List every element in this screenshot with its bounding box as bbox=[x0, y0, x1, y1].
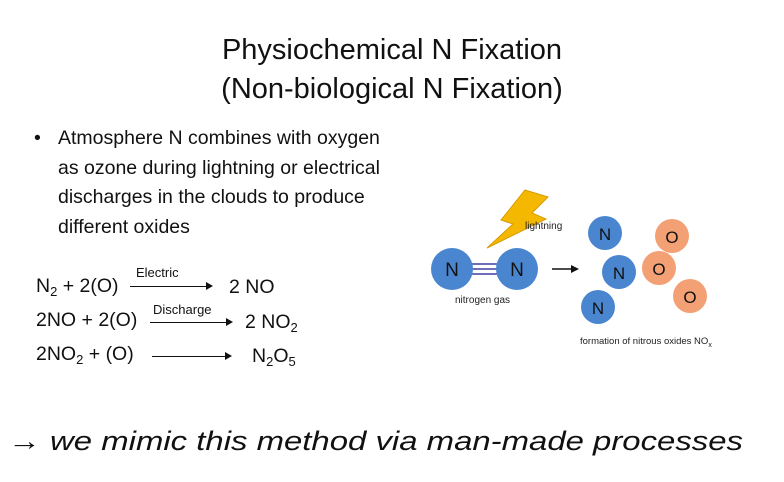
product-nitrogen-3-label: N bbox=[592, 299, 604, 318]
product-nitrogen-1-label: N bbox=[599, 225, 611, 244]
equation-3-arrow bbox=[152, 352, 232, 360]
equation-1-condition: Electric bbox=[136, 265, 179, 280]
bullet-point: • Atmosphere N combines with oxygen as o… bbox=[34, 124, 394, 242]
nitrogen-atom-2-label: N bbox=[510, 260, 524, 281]
nitrogen-atom-1-label: N bbox=[445, 260, 459, 281]
bullet-marker: • bbox=[34, 127, 41, 149]
equation-1-arrow bbox=[130, 282, 213, 290]
handwritten-note: → we mimic this method via man-made proc… bbox=[8, 426, 743, 456]
slide-title-line1: Physiochemical N Fixation bbox=[221, 34, 563, 66]
product-oxygen-2-label: O bbox=[652, 260, 665, 279]
nitrogen-gas-label: nitrogen gas bbox=[455, 295, 510, 306]
nitrogen-atom-1 bbox=[431, 248, 473, 290]
product-nitrogen-atom-3 bbox=[581, 290, 615, 324]
product-oxygen-atom-3 bbox=[673, 279, 707, 313]
lightning-bolt-icon bbox=[486, 189, 549, 249]
product-nitrogen-atom-2 bbox=[602, 255, 636, 289]
product-oxygen-atom-1 bbox=[655, 219, 689, 253]
product-oxygen-1-label: O bbox=[665, 228, 678, 247]
slide-title-line2: (Non-biological N Fixation) bbox=[221, 73, 563, 105]
bullet-text: Atmosphere N combines with oxygen as ozo… bbox=[58, 127, 380, 238]
equation-1-lhs: N2 + 2(O) bbox=[36, 275, 119, 299]
diagram-arrow-head bbox=[571, 265, 579, 273]
equation-2-product: 2 NO2 bbox=[245, 311, 298, 335]
product-oxygen-atom-2 bbox=[642, 251, 676, 285]
product-nitrogen-atom-1 bbox=[588, 216, 622, 250]
nitrogen-atom-2 bbox=[496, 248, 538, 290]
equation-3-product: N2O5 bbox=[252, 345, 296, 369]
handwritten-note-text: → we mimic this method via man-made proc… bbox=[8, 426, 743, 456]
equation-1-product: 2 NO bbox=[229, 276, 275, 298]
formation-label: formation of nitrous oxides NOx bbox=[580, 336, 712, 349]
product-nitrogen-2-label: N bbox=[613, 264, 625, 283]
lightning-label: lightning bbox=[525, 221, 562, 232]
equation-2-lhs: 2NO + 2(O) bbox=[36, 309, 138, 331]
product-oxygen-3-label: O bbox=[683, 288, 696, 307]
equation-3-lhs: 2NO2 + (O) bbox=[36, 343, 134, 367]
equation-2-arrow bbox=[150, 318, 233, 326]
equation-2-condition: Discharge bbox=[153, 302, 212, 317]
